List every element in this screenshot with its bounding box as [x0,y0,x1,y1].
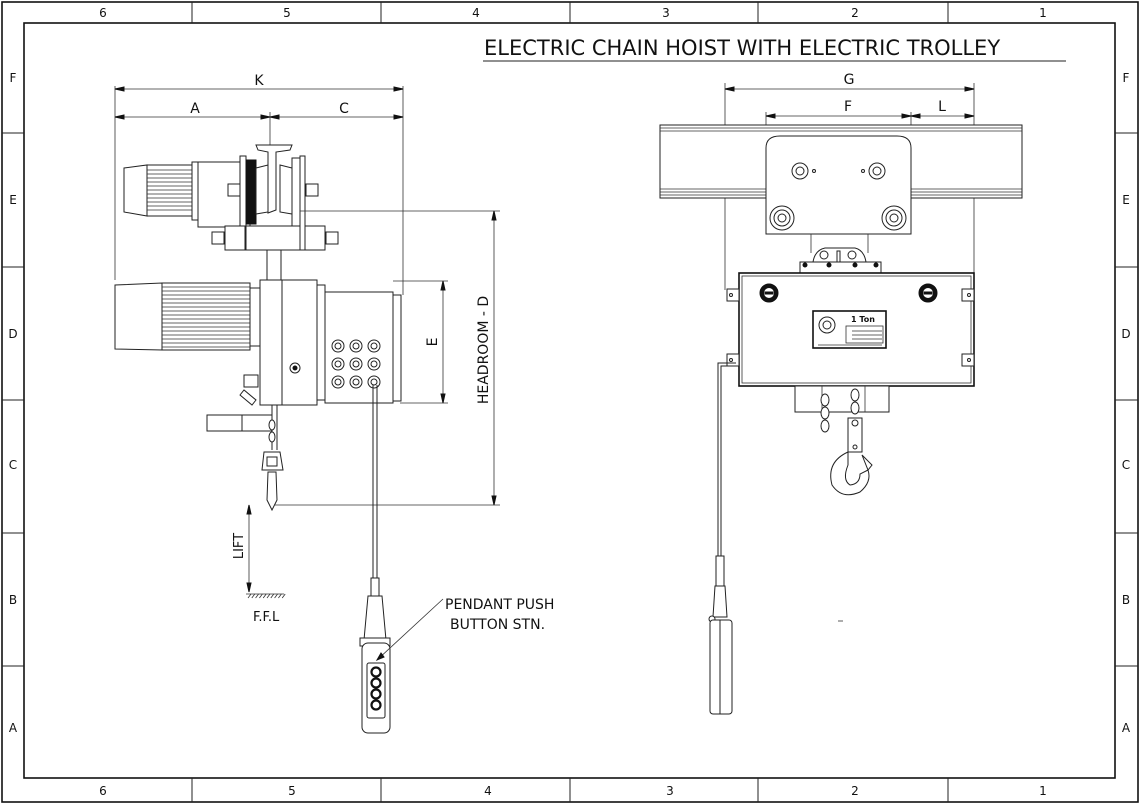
trolley-plate [765,135,912,253]
dimension-headroom: HEADROOM - D [275,210,500,506]
dimension-lift-label: LIFT [232,533,247,559]
dimension-e-label: E [425,338,441,347]
floor-hatch-line [247,593,252,599]
zone-row-label: F [10,71,17,85]
zone-row-label: D [1121,327,1130,341]
floor-hatch-line [281,593,286,599]
zone-col-label: 2 [851,784,859,798]
front-view: G F L [659,72,1023,715]
cable-gland-bore [370,342,378,350]
dimension-g: G [724,72,975,290]
zone-row-label: D [8,327,17,341]
hook [830,417,873,496]
limit-switch [239,374,259,406]
pendant-button [370,666,382,678]
left-zone-strip: F E D C B A [2,71,24,735]
dimension-headroom-label: HEADROOM - D [476,296,492,404]
bottom-zone-strip: 6 5 4 3 2 1 [99,778,1047,802]
zone-row-label: A [1122,721,1131,735]
trolley-motor [123,161,241,228]
zone-col-label: 6 [99,784,107,798]
dimension-g-label: G [844,72,855,88]
zone-col-label: 3 [662,6,670,20]
hoist-gearbox [259,279,326,406]
floor-hatch-line [278,593,282,599]
floor-hatch-line [266,593,271,599]
cable-gland-bore [352,342,360,350]
cable-gland-bore [334,342,342,350]
cable-gland-bore [334,360,342,368]
floor-hatch-line [274,593,278,599]
dimension-lift: LIFT [232,504,252,593]
right-zone-strip: F E D C B A [1115,71,1138,735]
trolley-frame [211,155,339,281]
floor-hatch-line [270,593,275,599]
pendant-station-front [708,362,736,715]
cable-gland-bore [352,378,360,386]
floor-hatch-line [255,593,259,599]
zone-col-label: 4 [472,6,480,20]
cable-gland-bore [370,378,378,386]
drawing-title: ELECTRIC CHAIN HOIST WITH ELECTRIC TROLL… [484,36,1000,60]
zone-col-label: 2 [851,6,859,20]
nameplate-capacity: 1 Ton [851,315,875,324]
pendant-callout-line1: PENDANT PUSH [445,597,554,613]
floor-hatch-line [262,593,267,599]
cable-gland-bore [352,360,360,368]
pendant-button [370,677,382,689]
i-beam-section [255,144,293,214]
zone-col-label: 4 [484,784,492,798]
floor-level: F.F.L [246,593,286,625]
zone-col-label: 5 [288,784,296,798]
floor-hatch-line [251,593,256,599]
dimension-k: K [114,73,404,295]
nameplate: 1 Ton [812,310,887,349]
cable-gland-bore [334,378,342,386]
pendant-station [359,385,391,734]
zone-row-label: C [1122,458,1130,472]
dimension-f-label: F [844,99,852,115]
top-zone-strip: 6 5 4 3 2 1 [99,2,1047,23]
zone-row-label: E [1122,193,1130,207]
side-view: K A C [114,73,554,734]
pendant-button [370,688,382,700]
hoist-motor [114,282,261,351]
zone-row-label: A [9,721,18,735]
cable-gland-bore [370,360,378,368]
dimension-a-label: A [190,101,200,117]
zone-row-label: B [9,593,17,607]
zone-col-label: 5 [283,6,291,20]
zone-row-label: B [1122,593,1130,607]
floor-hatch-line [259,593,263,599]
dimension-l-label: L [938,99,946,115]
zone-row-label: F [1123,71,1130,85]
floor-level-label: F.F.L [253,610,280,625]
dimension-c-label: C [339,101,349,117]
pendant-callout-line2: BUTTON STN. [450,617,545,633]
zone-col-label: 3 [666,784,674,798]
suspension-bracket [799,247,882,274]
pendant-callout: PENDANT PUSH BUTTON STN. [375,597,554,662]
dimension-e: E [393,280,448,404]
dimension-a-c: A C [114,101,404,150]
zone-row-label: E [9,193,17,207]
zone-row-label: C [9,458,17,472]
dimension-k-label: K [254,73,264,89]
zone-col-label: 1 [1039,784,1047,798]
load-chain [206,405,284,512]
chain-guide [794,385,890,433]
cable-glands [331,339,381,389]
hoist-body [726,272,975,387]
pendant-button [370,699,382,711]
zone-col-label: 1 [1039,6,1047,20]
zone-col-label: 6 [99,6,107,20]
